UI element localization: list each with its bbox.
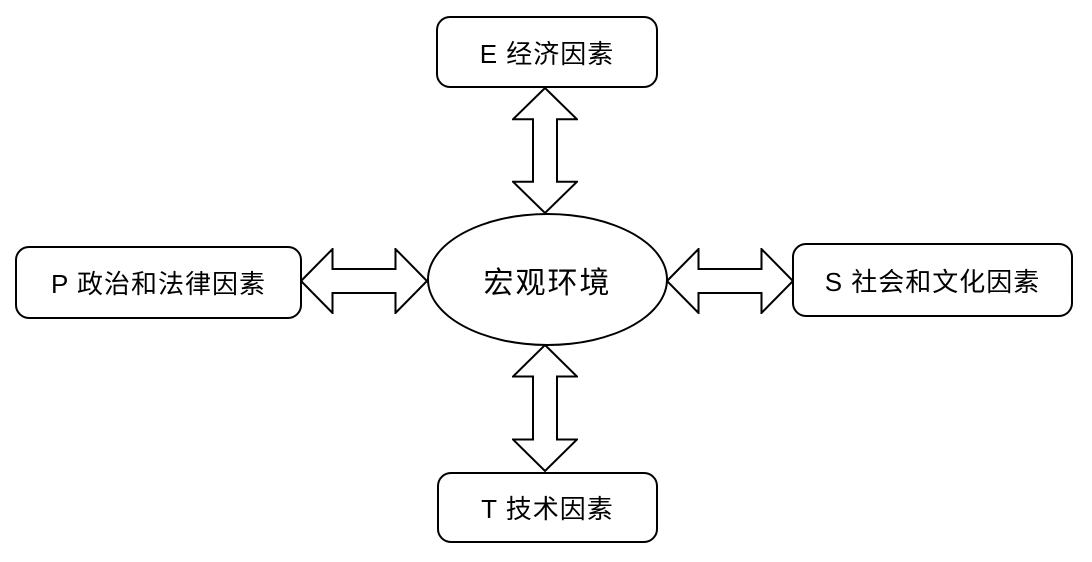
double-arrow-left-right-right-icon — [666, 248, 794, 314]
node-technological-factors: T 技术因素 — [437, 472, 658, 543]
node-political-legal-factors: P 政治和法律因素 — [15, 246, 302, 319]
node-social-cultural-factors: S 社会和文化因素 — [792, 243, 1073, 317]
node-economic-factors-label: E 经济因素 — [479, 38, 615, 69]
double-arrow-up-down-top-icon — [512, 87, 578, 214]
node-social-cultural-factors-label: S 社会和文化因素 — [824, 266, 1041, 297]
node-macro-environment: 宏观环境 — [427, 213, 668, 346]
double-arrow-up-down-bottom-icon — [512, 344, 578, 472]
node-technological-factors-label: T 技术因素 — [481, 494, 614, 524]
node-macro-environment-label: 宏观环境 — [483, 266, 612, 300]
node-economic-factors: E 经济因素 — [436, 16, 658, 88]
node-political-legal-factors-label: P 政治和法律因素 — [50, 269, 267, 299]
double-arrow-left-right-left-icon — [300, 248, 428, 314]
